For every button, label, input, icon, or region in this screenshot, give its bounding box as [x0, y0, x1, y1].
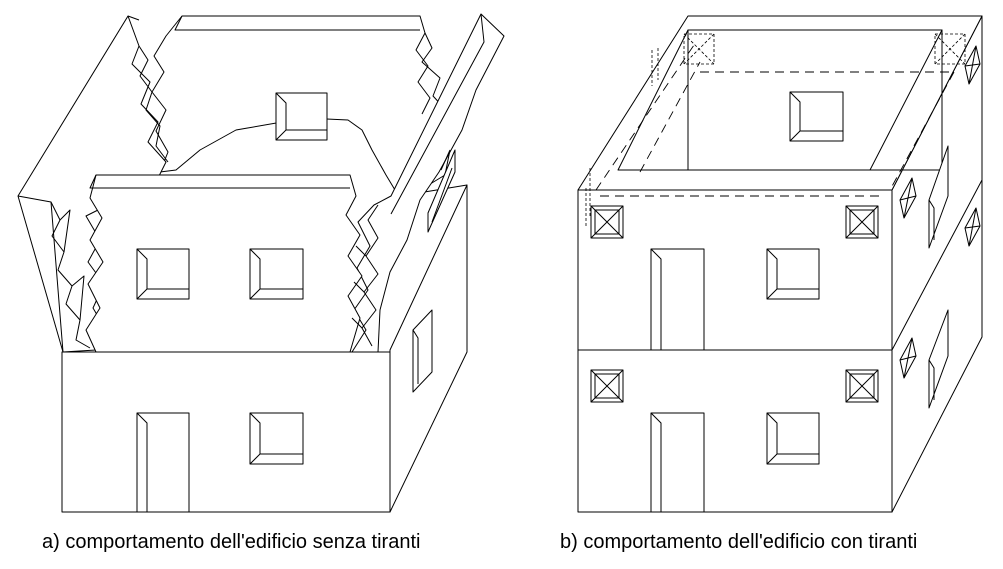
window-side-lower: [412, 309, 433, 393]
door-lower-b: [650, 412, 705, 513]
front-wall-b: [577, 189, 893, 513]
anchor-plate-front-bottom-left: [590, 369, 624, 403]
anchor-plate-front-bottom-right: [845, 369, 879, 403]
front-wall-lower: [61, 351, 391, 513]
window-upper-left: [136, 248, 190, 300]
window-lower-b: [766, 412, 820, 465]
caption-with-ties: b) comportamento dell'edificio con tiran…: [560, 531, 918, 553]
window-side-upper-b: [928, 145, 949, 249]
window-back: [275, 92, 328, 141]
anchor-plate-front-top-right: [845, 205, 879, 239]
caption-without-ties: a) comportamento dell'edificio senza tir…: [42, 531, 421, 553]
window-upper-right: [249, 248, 304, 300]
door-lower: [136, 412, 190, 513]
anchor-plates-side: [899, 45, 981, 379]
building-without-ties: [17, 13, 505, 513]
front-wall-upper: [85, 174, 363, 353]
window-upper-b: [766, 248, 820, 300]
tie-rods: [595, 44, 955, 197]
anchor-plate-front-top-left: [590, 205, 624, 239]
building-with-ties: [577, 15, 983, 513]
window-side-lower-b: [928, 309, 949, 409]
right-side-wall-overturning: [351, 13, 505, 353]
door-upper-b: [650, 248, 705, 351]
window-back-b: [789, 91, 844, 142]
window-lower: [249, 412, 304, 465]
window-side-upper: [427, 149, 456, 233]
